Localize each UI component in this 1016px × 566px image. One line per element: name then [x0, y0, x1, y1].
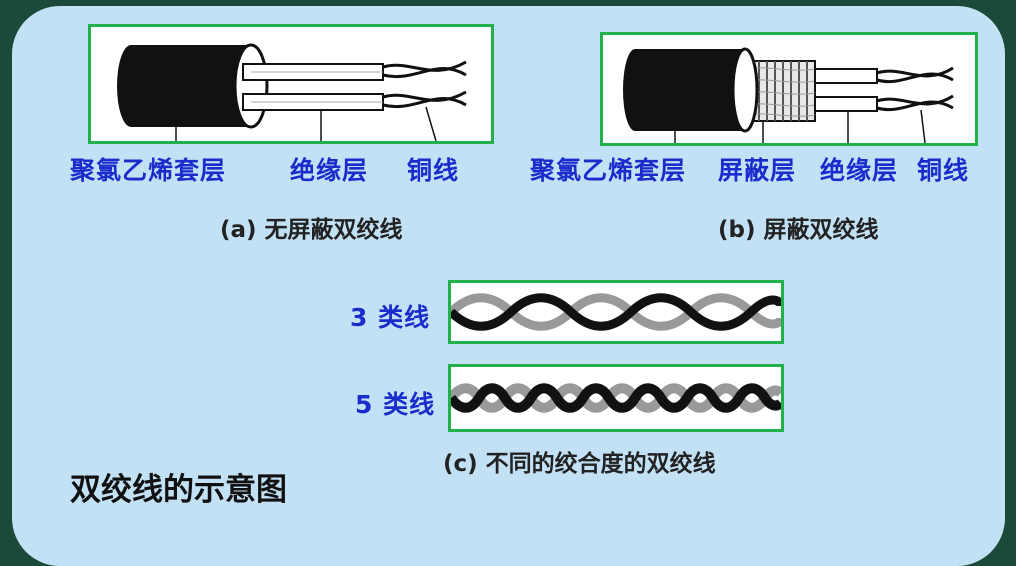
cat5-label: 5 类线	[355, 390, 436, 419]
caption-b: (b) 屏蔽双绞线	[718, 217, 879, 243]
caption-c: (c) 不同的绞合度的双绞线	[443, 451, 716, 477]
cat3-twist-panel	[448, 280, 784, 344]
copper-label-b: 铜线	[917, 156, 970, 185]
cat5-twist-panel	[448, 364, 784, 432]
insulation-label-b: 绝缘层	[820, 156, 899, 185]
copper-label-a: 铜线	[407, 156, 460, 185]
cat5-twist-illustration	[451, 383, 781, 413]
page-title: 双绞线的示意图	[70, 472, 287, 508]
jacket-label-a: 聚氯乙烯套层	[70, 156, 227, 185]
shielded-cable-panel	[600, 32, 978, 146]
shield-label-b: 屏蔽层	[718, 156, 797, 185]
cat3-label: 3 类线	[350, 303, 431, 332]
shielded-cable-illustration	[623, 47, 954, 143]
unshielded-cable-panel	[88, 24, 494, 144]
insulation-label-a: 绝缘层	[290, 156, 369, 185]
cat3-twist-illustration	[451, 293, 781, 331]
jacket-label-b: 聚氯乙烯套层	[530, 156, 687, 185]
unshielded-cable-illustration	[117, 43, 467, 141]
caption-a: (a) 无屏蔽双绞线	[220, 217, 403, 243]
